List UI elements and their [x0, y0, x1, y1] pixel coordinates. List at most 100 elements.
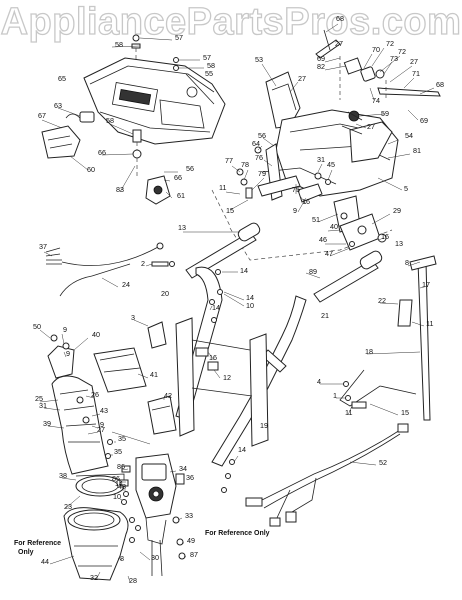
callout-number: 20	[161, 289, 169, 298]
callout-number: 16	[209, 353, 217, 362]
chute-control-linkage	[289, 23, 441, 135]
dash-panel-frame	[211, 63, 411, 261]
callout-number: 27	[410, 57, 418, 66]
callout-number: 53	[255, 55, 263, 64]
top-fasteners	[111, 34, 215, 105]
callout-number: 83	[116, 185, 124, 194]
upper-handle-right	[211, 250, 383, 467]
reference-note-right: For Reference Only	[205, 530, 270, 537]
callout-number: 9	[100, 420, 104, 429]
callout-number: 82	[317, 62, 325, 71]
callout-number: 57	[203, 53, 211, 62]
callout-number: 15	[226, 206, 234, 215]
callout-number: 70	[372, 45, 380, 54]
chute-cover	[93, 347, 149, 393]
callout-number: 48	[118, 482, 126, 491]
callout-number: 86	[117, 462, 125, 471]
control-cable	[43, 242, 164, 297]
callout-number: 71	[412, 69, 420, 78]
shift-rod-assembly	[320, 255, 437, 421]
callout-number: 89	[309, 267, 317, 276]
callout-number: 18	[365, 347, 373, 356]
callout-number: 67	[38, 111, 46, 120]
callout-number: 13	[178, 223, 186, 232]
callout-number: 42	[164, 391, 172, 400]
callout-number: 3	[131, 313, 135, 322]
callout-number: 45	[327, 160, 335, 169]
callout-number: 49	[187, 536, 195, 545]
callout-number: 47	[325, 249, 333, 258]
callout-number: 58	[115, 40, 123, 49]
callout-number: 23	[64, 502, 72, 511]
callout-number: 29	[393, 206, 401, 215]
callout-number: 27	[335, 39, 343, 48]
callout-number: 41	[150, 370, 158, 379]
callout-number: 72	[398, 47, 406, 56]
callout-number: 8	[405, 258, 409, 267]
callout-number: 74	[372, 96, 380, 105]
callout-number: 68	[336, 14, 344, 23]
callout-number: 15	[401, 408, 409, 417]
lower-handle	[133, 317, 269, 447]
callout-number: 57	[175, 33, 183, 42]
callout-number: 86	[112, 474, 120, 483]
callout-number: 27	[298, 74, 306, 83]
callout-number: 69	[317, 54, 325, 63]
callout-number: 66	[98, 148, 106, 157]
reference-note-left-line2: Only	[18, 549, 34, 556]
callout-number: 36	[186, 473, 194, 482]
callout-number: 9	[66, 349, 70, 358]
callout-number: 32	[90, 573, 98, 582]
discharge-chute	[39, 375, 109, 475]
callout-number: 2	[141, 259, 145, 268]
callout-number: 9	[63, 325, 67, 334]
callout-number: 13	[395, 239, 403, 248]
callout-number: 58	[207, 61, 215, 70]
callout-number: 37	[39, 242, 47, 251]
callout-number: 65	[58, 74, 66, 83]
handle-bolts-left	[145, 261, 245, 323]
callout-number: 40	[330, 222, 338, 231]
callout-number: 35	[118, 434, 126, 443]
callout-number: 25	[35, 394, 43, 403]
callout-number: 51	[312, 215, 320, 224]
callout-number: 59	[381, 109, 389, 118]
callout-number: 11	[219, 183, 226, 192]
gearbox-cover	[147, 395, 177, 435]
callout-number: 24	[122, 280, 130, 289]
callout-number: 64	[252, 139, 260, 148]
callout-number: 19	[260, 421, 268, 430]
callout-number: 33	[185, 511, 193, 520]
callout-number: 11	[345, 408, 352, 417]
callout-number: 39	[43, 419, 51, 428]
callout-number: 31	[39, 401, 47, 410]
callout-number: 56	[258, 131, 266, 140]
callout-number: 58	[106, 116, 114, 125]
callout-number: 63	[54, 101, 62, 110]
callout-number: 75	[292, 185, 300, 194]
callout-number: 69	[420, 116, 428, 125]
callout-number: 11	[426, 319, 433, 328]
callout-number: 54	[405, 131, 413, 140]
callout-number: 79	[258, 169, 266, 178]
callout-number: 61	[177, 191, 185, 200]
callout-number: 12	[223, 373, 231, 382]
handle-bolts-lower	[221, 455, 239, 493]
callout-number: 10	[113, 492, 121, 501]
callout-number: 14	[240, 266, 248, 275]
gearbox-assembly	[111, 431, 187, 577]
chute-deflector	[39, 329, 89, 379]
callout-number: 73	[390, 54, 398, 63]
callout-number: 30	[151, 553, 159, 562]
callout-number: 77	[225, 156, 233, 165]
callout-number: 40	[92, 330, 100, 339]
callout-number: 14	[115, 479, 123, 488]
callout-number: 16	[381, 232, 389, 241]
callout-number: 68	[436, 80, 444, 89]
callout-number: 26	[91, 390, 99, 399]
callout-number: 60	[87, 165, 95, 174]
callout-number: 10	[246, 301, 254, 310]
right-bracket-assembly	[325, 213, 391, 257]
